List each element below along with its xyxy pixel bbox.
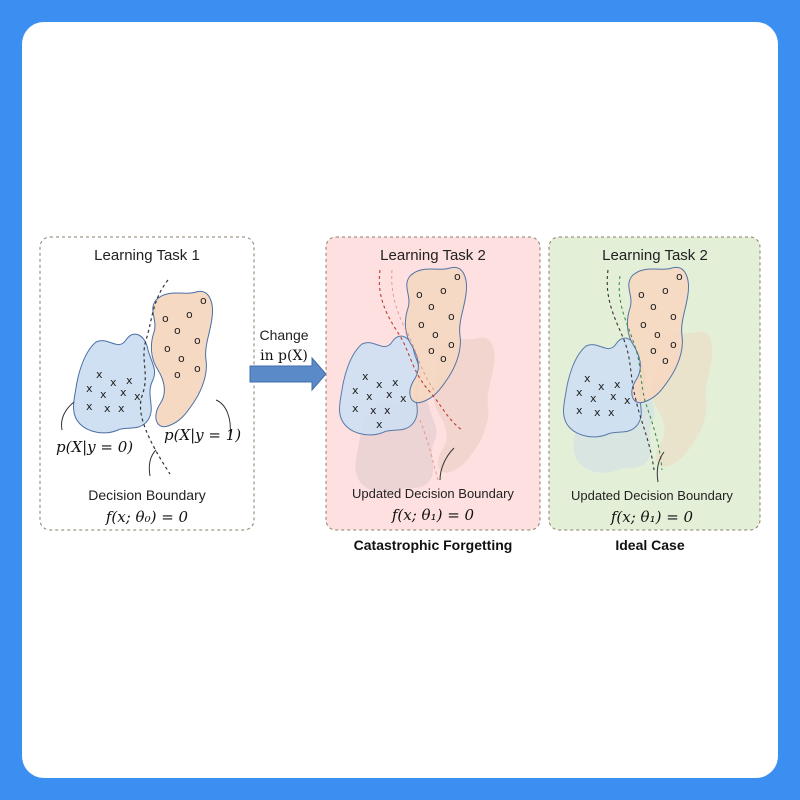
svg-text:x: x: [400, 392, 407, 405]
svg-text:o: o: [662, 354, 669, 367]
svg-text:o: o: [650, 300, 657, 313]
svg-text:o: o: [174, 324, 181, 337]
svg-text:x: x: [118, 402, 125, 415]
svg-text:x: x: [594, 406, 601, 419]
svg-text:o: o: [454, 270, 461, 283]
arrow-boundary-task1: [148, 449, 157, 477]
svg-text:o: o: [440, 284, 447, 297]
svg-text:o: o: [650, 344, 657, 357]
boundary-label-forgetting: Updated Decision Boundary: [352, 486, 514, 501]
arrow-class1: [215, 399, 231, 437]
svg-text:o: o: [448, 338, 455, 351]
updated-boundary-forgetting: [378, 269, 463, 431]
svg-text:x: x: [352, 384, 359, 397]
svg-text:o: o: [418, 318, 425, 331]
svg-text:x: x: [120, 386, 127, 399]
svg-text:o: o: [164, 342, 171, 355]
arrow-shape: [249, 356, 327, 392]
panel-task1-title: Learning Task 1: [94, 247, 200, 264]
svg-text:x: x: [392, 376, 399, 389]
svg-text:o: o: [440, 352, 447, 365]
label-p-class1: p(X|y = 1): [164, 426, 241, 444]
svg-text:x: x: [362, 370, 369, 383]
svg-text:x: x: [100, 388, 107, 401]
boundary-eq-task1: f(x; θ₀) = 0: [105, 508, 189, 526]
svg-text:o: o: [162, 312, 169, 325]
svg-text:o: o: [194, 334, 201, 347]
svg-text:x: x: [126, 374, 133, 387]
svg-text:o: o: [670, 310, 677, 323]
boundary-label-task1: Decision Boundary: [88, 487, 206, 503]
panel-forgetting: Learning Task 2 x x x x x x x x x x x o: [325, 236, 541, 553]
svg-text:x: x: [614, 378, 621, 391]
boundary-eq-ideal: f(x; θ₁) = 0: [610, 508, 694, 526]
svg-text:o: o: [174, 368, 181, 381]
caption-forgetting: Catastrophic Forgetting: [354, 537, 513, 553]
arrow-label-line1: Change: [259, 327, 308, 343]
svg-text:x: x: [386, 388, 393, 401]
boundary-label-ideal: Updated Decision Boundary: [571, 488, 733, 503]
svg-text:x: x: [366, 390, 373, 403]
svg-text:x: x: [576, 404, 583, 417]
svg-text:x: x: [598, 380, 605, 393]
arrow-class0: [61, 401, 75, 431]
svg-text:o: o: [670, 338, 677, 351]
panel-ideal: Learning Task 2 x x x x x x x x x x o o: [548, 236, 761, 553]
svg-text:x: x: [352, 402, 359, 415]
svg-text:o: o: [432, 328, 439, 341]
class1-points-task2: o o o o o o o o o o: [416, 270, 461, 365]
svg-text:x: x: [376, 418, 383, 431]
boundary-eq-forgetting: f(x; θ₁) = 0: [391, 506, 475, 524]
svg-text:x: x: [370, 404, 377, 417]
svg-text:x: x: [584, 372, 591, 385]
svg-text:x: x: [610, 390, 617, 403]
svg-text:o: o: [178, 352, 185, 365]
panel-task1: Learning Task 1 x x x x x x x x x x o o …: [39, 236, 255, 531]
old-boundary-ideal: [618, 275, 663, 471]
arrow-label-line2: in p(X): [260, 348, 308, 364]
svg-text:x: x: [86, 400, 93, 413]
svg-text:o: o: [194, 362, 201, 375]
svg-text:o: o: [448, 310, 455, 323]
svg-text:x: x: [96, 368, 103, 381]
svg-text:x: x: [110, 376, 117, 389]
class0-points: x x x x x x x x x x: [86, 368, 141, 415]
updated-boundary-ideal: [606, 269, 655, 471]
svg-text:o: o: [186, 308, 193, 321]
arrow-boundary-forgetting: [439, 447, 455, 481]
panel-ideal-title: Learning Task 2: [602, 247, 708, 264]
svg-text:x: x: [608, 406, 615, 419]
svg-text:o: o: [428, 300, 435, 313]
svg-text:x: x: [590, 392, 597, 405]
caption-ideal: Ideal Case: [615, 537, 684, 553]
svg-text:o: o: [416, 288, 423, 301]
svg-text:o: o: [676, 270, 683, 283]
arrow-boundary-ideal: [656, 451, 665, 483]
panel-forgetting-title: Learning Task 2: [380, 247, 486, 264]
svg-text:x: x: [384, 404, 391, 417]
svg-text:x: x: [376, 378, 383, 391]
svg-text:x: x: [104, 402, 111, 415]
label-p-class0: p(X|y = 0): [56, 438, 133, 456]
class0-points-ideal: x x x x x x x x x x: [576, 372, 631, 419]
svg-text:o: o: [640, 318, 647, 331]
svg-text:o: o: [200, 294, 207, 307]
svg-text:o: o: [428, 344, 435, 357]
class1-points-ideal: o o o o o o o o o o: [638, 270, 683, 367]
svg-text:x: x: [86, 382, 93, 395]
boundary-tail-forgetting: [419, 419, 439, 481]
class0-points-task2: x x x x x x x x x x x: [352, 370, 407, 431]
svg-text:x: x: [134, 390, 141, 403]
svg-text:o: o: [662, 284, 669, 297]
svg-text:o: o: [654, 328, 661, 341]
change-arrow: Change in p(X): [249, 327, 327, 392]
svg-text:x: x: [624, 394, 631, 407]
old-boundary-forgetting: [391, 269, 435, 391]
svg-text:x: x: [576, 386, 583, 399]
class1-points: o o o o o o o o o: [162, 294, 207, 381]
svg-text:o: o: [638, 288, 645, 301]
